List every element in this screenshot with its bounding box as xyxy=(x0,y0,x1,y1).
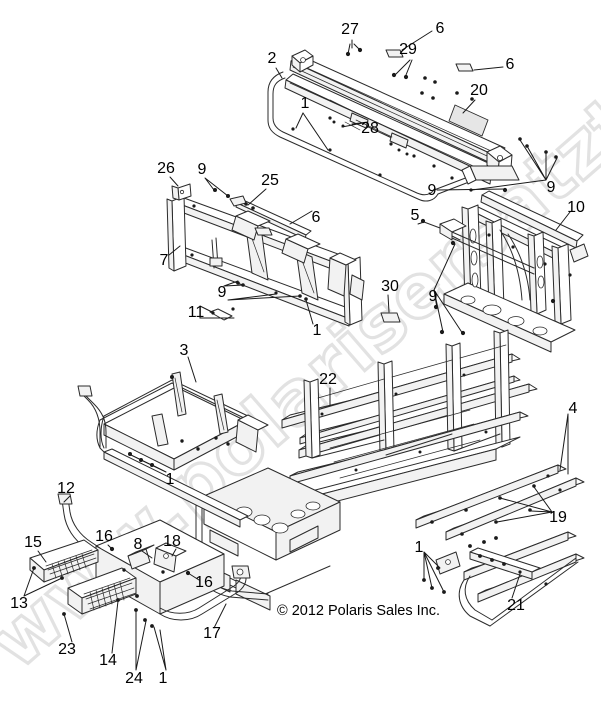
callout-9: 9 xyxy=(427,182,437,199)
callout-22: 22 xyxy=(319,371,337,388)
callout-5: 5 xyxy=(410,207,420,224)
part-group-side-rails xyxy=(415,464,585,541)
callout-25: 25 xyxy=(261,172,279,189)
part-group-top-rail xyxy=(267,47,558,202)
copyright-notice: © 2012 Polaris Sales Inc. xyxy=(277,603,441,619)
callout-30: 30 xyxy=(381,278,399,295)
callout-8: 8 xyxy=(133,536,143,553)
callout-7: 7 xyxy=(159,252,169,269)
callout-19: 19 xyxy=(549,509,567,526)
callout-9: 9 xyxy=(428,288,438,305)
part-group-rear-rack xyxy=(422,531,585,627)
callout-28: 28 xyxy=(361,120,379,137)
callout-1: 1 xyxy=(300,95,310,112)
callout-9: 9 xyxy=(217,284,227,301)
callout-23: 23 xyxy=(58,641,76,658)
callout-9: 9 xyxy=(546,179,556,196)
callout-2: 2 xyxy=(267,50,277,67)
callout-1: 1 xyxy=(414,539,424,556)
part-group-front-bumper xyxy=(29,493,251,628)
callout-6: 6 xyxy=(311,209,321,226)
part-group-left-midframe xyxy=(77,371,269,528)
callout-15: 15 xyxy=(24,534,42,551)
part-group-mid-left-frame xyxy=(166,183,401,327)
callout-6: 6 xyxy=(505,56,515,73)
callout-26: 26 xyxy=(157,160,175,177)
callout-18: 18 xyxy=(163,533,181,550)
callout-3: 3 xyxy=(179,342,189,359)
callout-12: 12 xyxy=(57,480,75,497)
leader-lines xyxy=(23,30,571,671)
callout-1: 1 xyxy=(158,670,168,687)
callout-4: 4 xyxy=(568,400,578,417)
callout-6: 6 xyxy=(435,20,445,37)
callout-17: 17 xyxy=(203,625,221,642)
callout-11: 11 xyxy=(187,304,205,321)
callout-27: 27 xyxy=(341,21,359,38)
callout-9: 9 xyxy=(197,161,207,178)
callout-16: 16 xyxy=(95,528,113,545)
callout-1: 1 xyxy=(312,322,322,339)
part-group-right-rear-frame xyxy=(420,187,589,353)
callout-1: 1 xyxy=(165,471,175,488)
callout-16: 16 xyxy=(195,574,213,591)
callout-14: 14 xyxy=(99,652,117,669)
callout-24: 24 xyxy=(125,670,143,687)
callout-10: 10 xyxy=(567,199,585,216)
part-group-main-chassis xyxy=(195,329,538,611)
callout-20: 20 xyxy=(470,82,488,99)
callout-21: 21 xyxy=(507,597,525,614)
callout-13: 13 xyxy=(10,595,28,612)
callout-29: 29 xyxy=(399,41,417,58)
